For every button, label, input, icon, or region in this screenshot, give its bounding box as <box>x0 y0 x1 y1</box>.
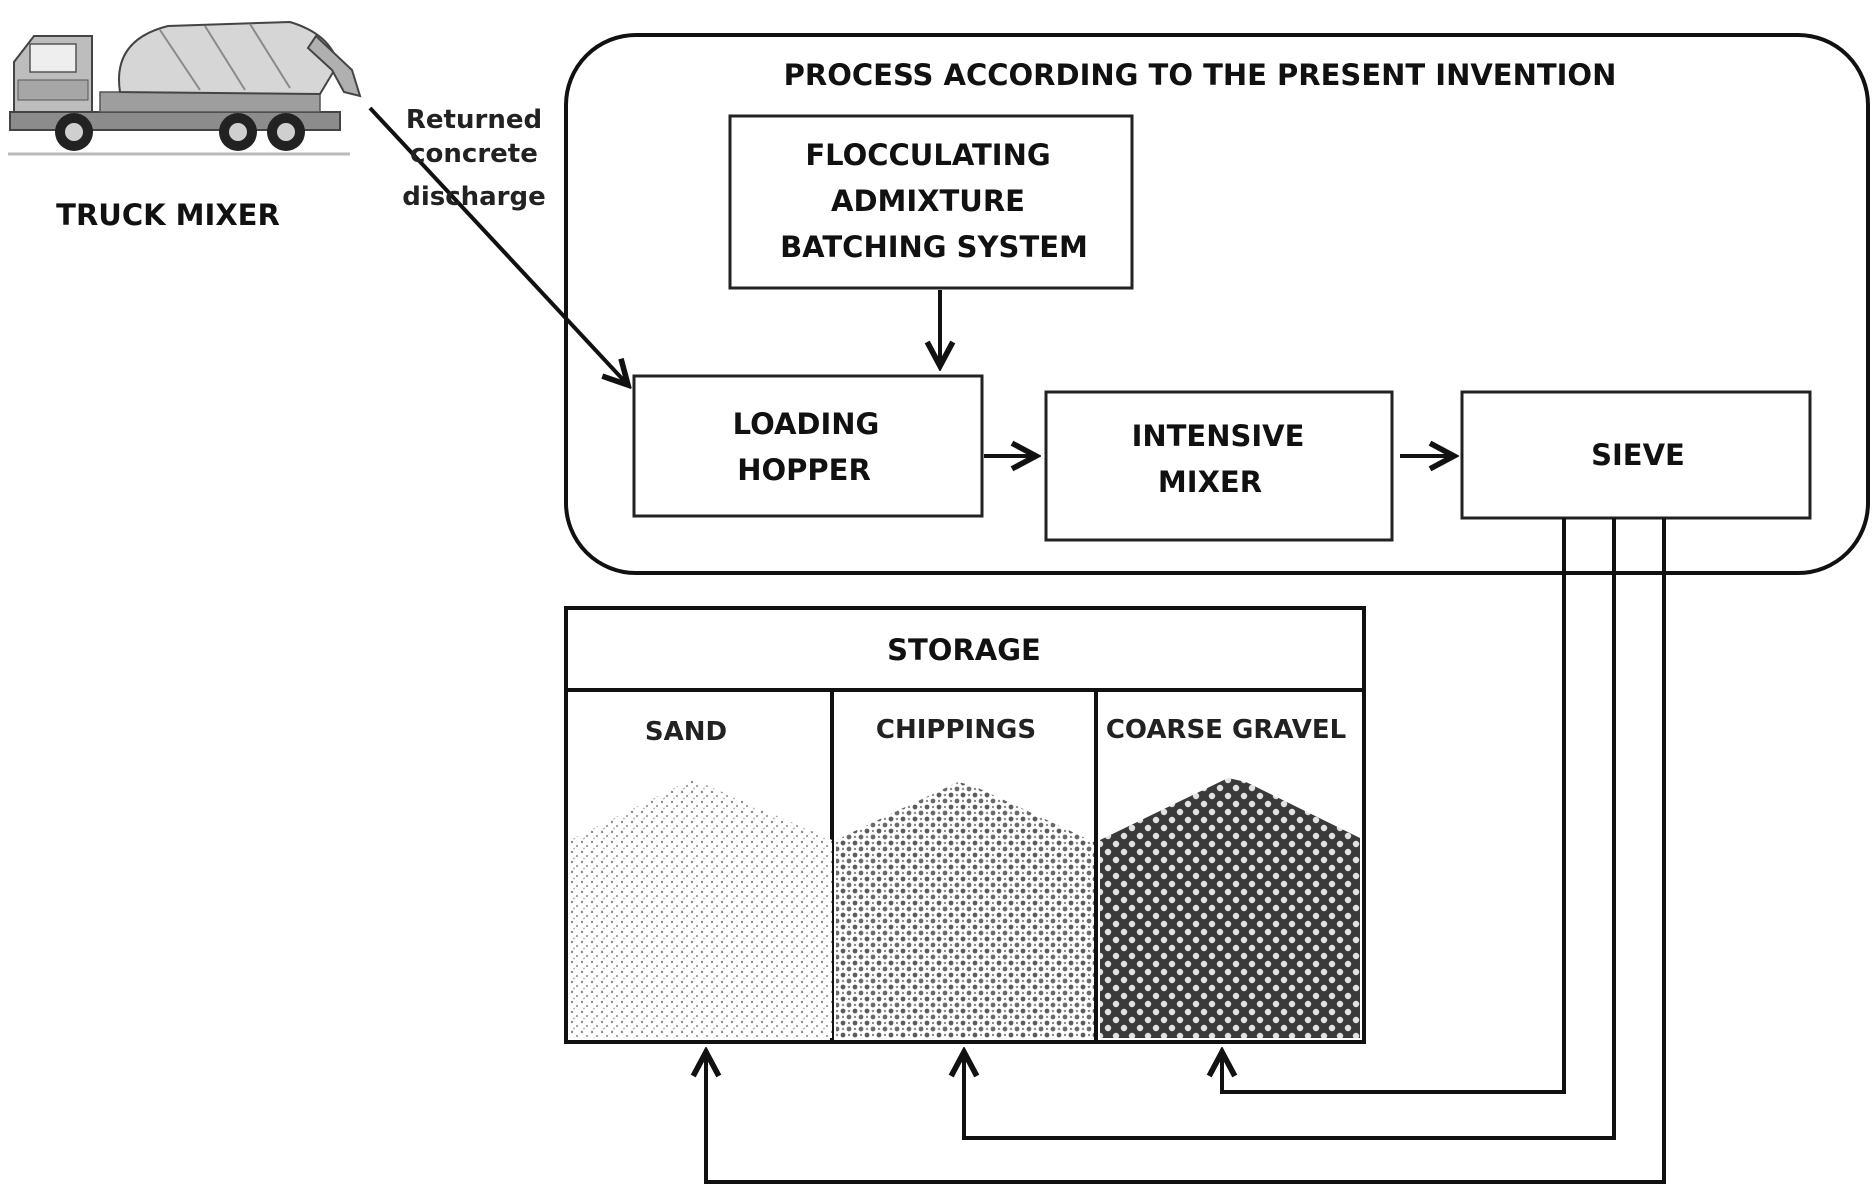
flocculating-line2: ADMIXTURE <box>831 184 1025 218</box>
discharge-label-line1: Returned <box>406 105 542 135</box>
process-title: PROCESS ACCORDING TO THE PRESENT INVENTI… <box>784 58 1617 92</box>
discharge-label-line3: discharge <box>402 182 546 212</box>
coarse-gravel-label: COARSE GRAVEL <box>1106 715 1346 745</box>
truck-mixer-label: TRUCK MIXER <box>56 198 280 232</box>
truck-mixer-icon <box>8 22 360 154</box>
chippings-label: CHIPPINGS <box>876 715 1036 745</box>
sieve-label: SIEVE <box>1591 438 1685 472</box>
loading-hopper-line1: LOADING <box>733 407 880 441</box>
flocculating-line3: BATCHING SYSTEM <box>780 230 1088 264</box>
storage-title: STORAGE <box>887 633 1041 667</box>
discharge-label-line2: concrete <box>410 139 538 169</box>
intensive-mixer-line1: INTENSIVE <box>1132 419 1305 453</box>
intensive-mixer-line2: MIXER <box>1158 465 1262 499</box>
flocculating-line1: FLOCCULATING <box>805 138 1050 172</box>
sand-label: SAND <box>645 717 727 747</box>
loading-hopper-line2: HOPPER <box>737 453 871 487</box>
loading-hopper-box <box>634 376 982 516</box>
